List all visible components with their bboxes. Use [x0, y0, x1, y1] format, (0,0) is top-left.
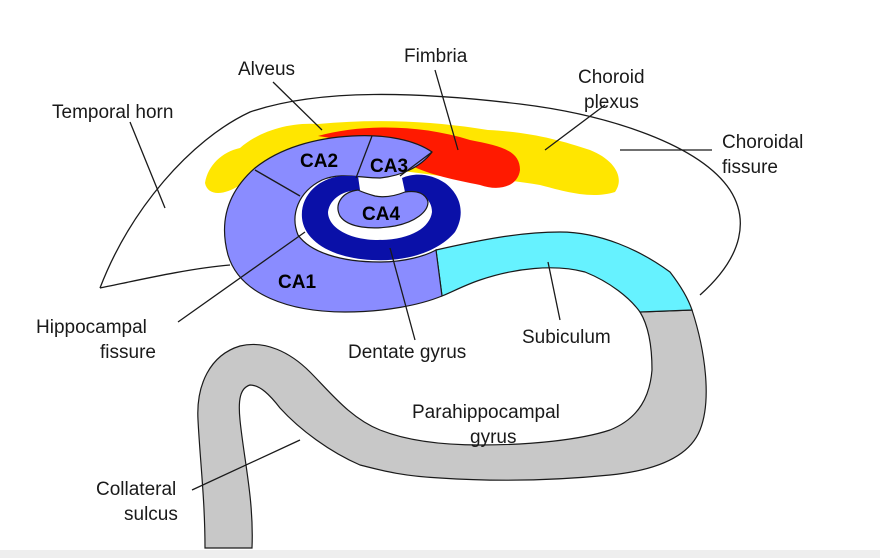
bottom-bar	[0, 550, 880, 558]
temporal-horn-outline	[99, 93, 741, 296]
alveus-label: Alveus	[238, 59, 295, 80]
choroid-plexus-label-line1: Choroid	[578, 67, 645, 88]
collateral-sulcus-label-line1: Collateral	[96, 479, 176, 500]
ca4-label: CA4	[362, 204, 400, 225]
dentate-gyrus-leader	[389, 247, 416, 341]
choroidal-fissure-label-line2: fissure	[722, 157, 778, 178]
choroid-plexus-label-line2: plexus	[584, 92, 639, 113]
dentate-gyrus-label: Dentate gyrus	[348, 342, 466, 363]
temporal-horn-lower-outline	[99, 264, 231, 289]
fimbria-label: Fimbria	[404, 46, 468, 67]
alveus-leader	[272, 81, 323, 131]
ca3-label: CA3	[370, 156, 408, 177]
choroidal-fissure-label-line1: Choroidal	[722, 132, 803, 153]
collateral-sulcus-leader	[191, 439, 301, 491]
ca4-shape	[337, 189, 429, 229]
parahippocampal-gyrus-label-line1: Parahippocampal	[412, 402, 560, 423]
subiculum-shape	[435, 231, 693, 313]
parahippocampal-gyrus-shape	[197, 309, 707, 549]
temporal-horn-label: Temporal horn	[52, 102, 173, 123]
choroid-plexus-leader	[544, 104, 606, 151]
ca2-label: CA2	[300, 151, 338, 172]
hippocampal-fissure-label-line1: Hippocampal	[36, 317, 147, 338]
parahippocampal-gyrus-label-line2: gyrus	[470, 427, 516, 448]
subiculum-leader	[547, 261, 561, 321]
ca2-ca1-boundary	[254, 169, 301, 197]
ca3-fimbria-boundary	[399, 151, 433, 177]
collateral-sulcus-label-line2: sulcus	[124, 504, 178, 525]
fimbria-leader	[434, 69, 459, 151]
dentate-gyrus-shape	[301, 174, 461, 261]
hippocampal-fissure-label-line2: fissure	[100, 342, 156, 363]
temporal-horn-leader	[129, 121, 166, 209]
ca2-ca3-boundary	[355, 135, 373, 179]
ca1-label: CA1	[278, 272, 316, 293]
cornu-ammonis-shape	[223, 135, 443, 313]
hippocampal-fissure-leader	[177, 231, 306, 323]
subiculum-label: Subiculum	[522, 327, 611, 348]
